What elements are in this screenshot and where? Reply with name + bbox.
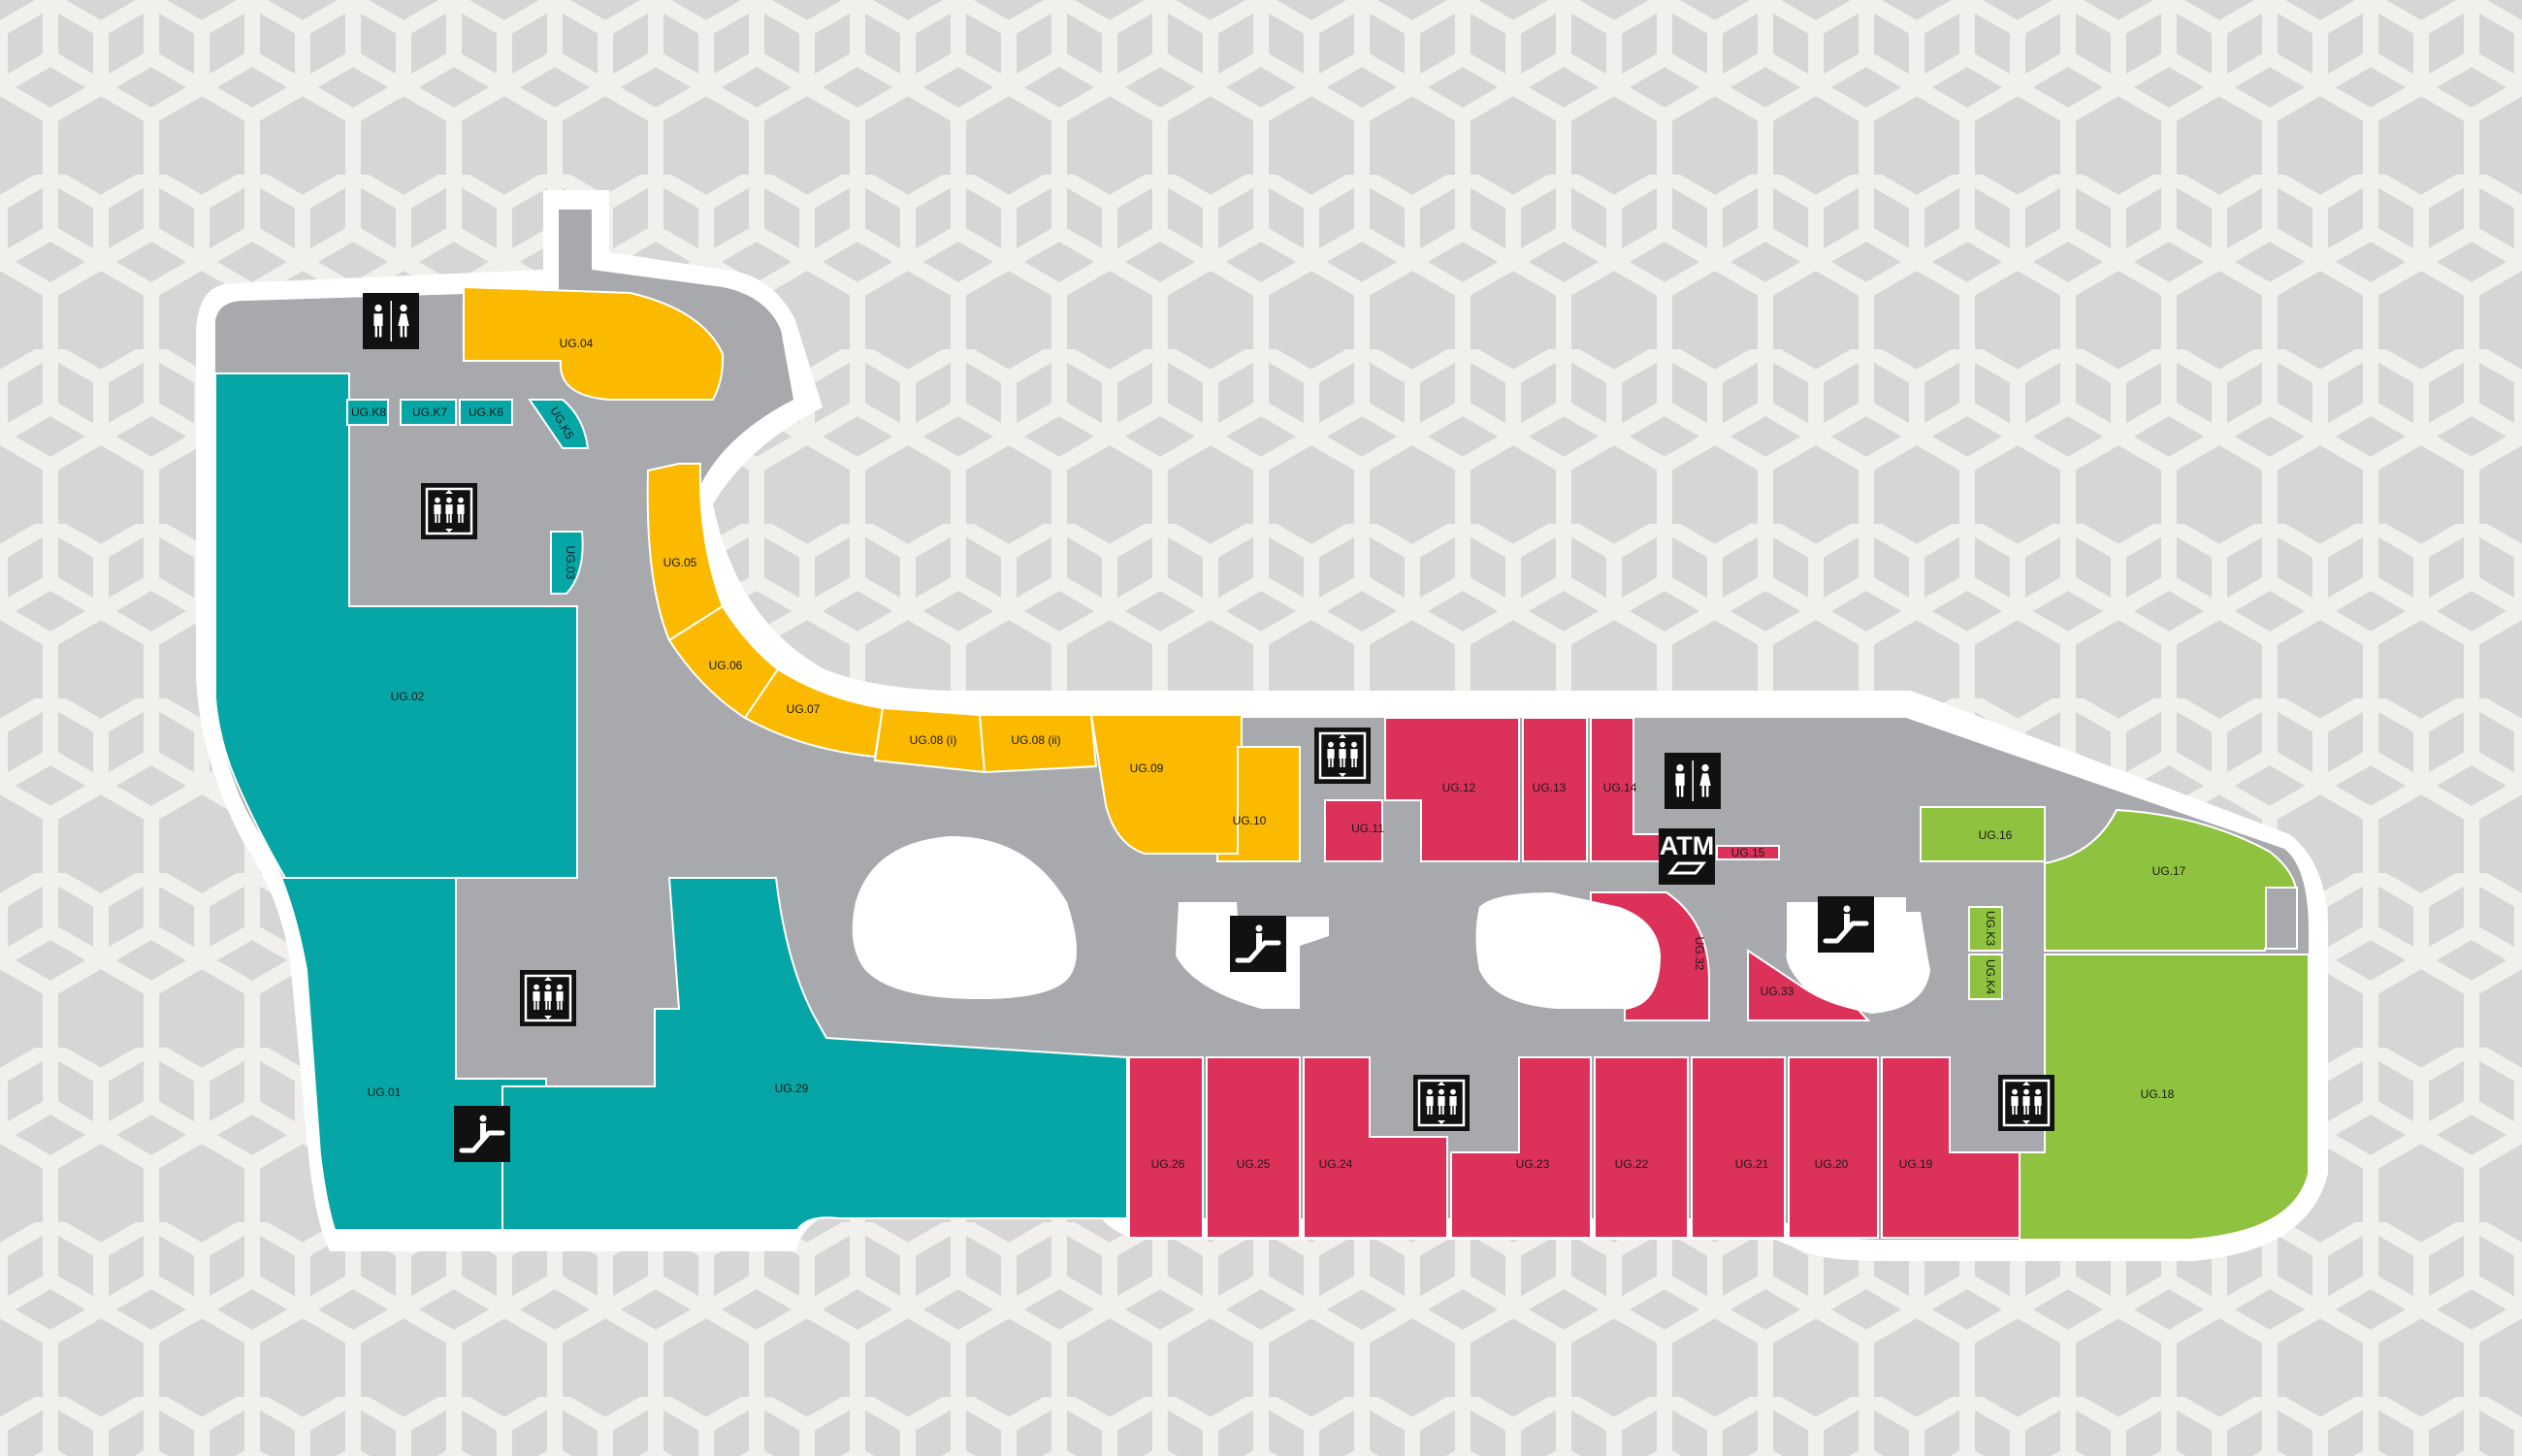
unit-label-ug-21: UG.21 <box>1735 1157 1769 1171</box>
unit-label-ug-04: UG.04 <box>560 337 594 350</box>
unit-label-ug-19: UG.19 <box>1899 1157 1933 1171</box>
unit-label-ug-33: UG.33 <box>1761 985 1794 998</box>
unit-label-ug-k8: UG.K8 <box>351 405 386 419</box>
unit-label-ug-26: UG.26 <box>1151 1157 1185 1171</box>
void-atrium-left <box>852 836 1077 999</box>
unit-label-ug-20: UG.20 <box>1815 1157 1849 1171</box>
toilets-icon-northeast[interactable] <box>1665 753 1721 809</box>
unit-ug-17[interactable] <box>2044 808 2298 952</box>
unit-ug-21[interactable] <box>1691 1056 1786 1239</box>
unit-ug-13[interactable] <box>1522 717 1588 862</box>
icons-layer: ATM <box>363 293 2054 1162</box>
unit-label-ug-29: UG.29 <box>775 1082 809 1095</box>
unit-label-ug-k4: UG.K4 <box>1984 959 1997 994</box>
unit-ug-04[interactable] <box>463 285 725 401</box>
unit-ug-16[interactable] <box>1920 806 2046 862</box>
unit-label-ug-06: UG.06 <box>709 659 743 672</box>
atm-icon[interactable]: ATM <box>1659 828 1715 885</box>
lift-icon-west[interactable] <box>520 970 576 1026</box>
unit-ug-03[interactable] <box>550 531 584 595</box>
unit-ug-k5[interactable] <box>528 399 590 449</box>
unit-label-ug-12: UG.12 <box>1442 781 1476 794</box>
unit-label-ug-15: UG.15 <box>1731 846 1765 859</box>
unit-label-ug-k7: UG.K7 <box>412 405 447 419</box>
unit-label-ug-13: UG.13 <box>1533 781 1567 794</box>
unit-label-ug-07: UG.07 <box>787 702 821 716</box>
unit-label-ug-24: UG.24 <box>1319 1157 1353 1171</box>
unit-label-ug-02: UG.02 <box>391 690 425 703</box>
unit-label-ug-14: UG.14 <box>1603 781 1637 794</box>
unit-label-ug-08-ii: UG.08 (ii) <box>1011 733 1060 747</box>
unit-ug-25[interactable] <box>1206 1056 1301 1239</box>
service-block <box>2265 887 2298 950</box>
unit-label-ug-03: UG.03 <box>564 546 577 580</box>
unit-label-ug-16: UG.16 <box>1979 828 2013 842</box>
unit-ug-20[interactable] <box>1788 1056 1879 1239</box>
units-layer <box>214 210 2310 1241</box>
unit-ug-24[interactable] <box>1303 1056 1448 1239</box>
escalator-icon-east[interactable] <box>1818 896 1874 953</box>
unit-label-ug-k3: UG.K3 <box>1984 911 1997 946</box>
unit-label-ug-08-i: UG.08 (i) <box>910 733 957 747</box>
unit-label-ug-k6: UG.K6 <box>469 405 503 419</box>
lift-icon-south-center[interactable] <box>1413 1075 1470 1131</box>
unit-label-ug-18: UG.18 <box>2141 1087 2175 1101</box>
unit-ug-23[interactable] <box>1450 1056 1592 1239</box>
unit-label-ug-11: UG.11 <box>1351 822 1384 835</box>
toilets-icon-northwest[interactable] <box>363 293 419 349</box>
unit-ug-k6[interactable] <box>459 399 513 426</box>
unit-ug-18[interactable] <box>2019 954 2310 1241</box>
unit-label-ug-09: UG.09 <box>1130 761 1164 775</box>
unit-ug-08-ii[interactable] <box>978 714 1098 774</box>
unit-ug-k3[interactable] <box>1968 906 2003 952</box>
unit-label-ug-01: UG.01 <box>368 1085 402 1099</box>
unit-label-ug-25: UG.25 <box>1237 1157 1271 1171</box>
atm-label: ATM <box>1660 831 1714 860</box>
unit-ug-k8[interactable] <box>346 399 389 426</box>
unit-ug-12[interactable] <box>1384 717 1520 862</box>
unit-label-ug-17: UG.17 <box>2152 864 2186 878</box>
unit-label-ug-23: UG.23 <box>1516 1157 1550 1171</box>
escalator-icon-west[interactable] <box>454 1106 510 1162</box>
lift-icon-northwest[interactable] <box>421 483 477 539</box>
lift-icon-east[interactable] <box>1998 1075 2054 1131</box>
unit-ug-11[interactable] <box>1324 799 1383 862</box>
unit-ug-29[interactable] <box>501 877 1128 1231</box>
lift-icon-north-center[interactable] <box>1314 728 1371 784</box>
unit-label-ug-22: UG.22 <box>1615 1157 1649 1171</box>
unit-ug-15[interactable] <box>1716 845 1780 860</box>
unit-ug-10[interactable] <box>1216 746 1301 862</box>
unit-label-ug-32: UG.32 <box>1693 937 1706 971</box>
unit-ug-22[interactable] <box>1594 1056 1689 1239</box>
unit-ug-k7[interactable] <box>400 399 457 426</box>
escalator-icon-center[interactable] <box>1230 916 1286 972</box>
unit-label-ug-10: UG.10 <box>1233 814 1267 827</box>
void-atrium-center <box>1475 892 1661 1009</box>
unit-ug-k4[interactable] <box>1968 954 2003 1000</box>
unit-label-ug-05: UG.05 <box>663 556 697 569</box>
unit-ug-26[interactable] <box>1128 1056 1204 1239</box>
